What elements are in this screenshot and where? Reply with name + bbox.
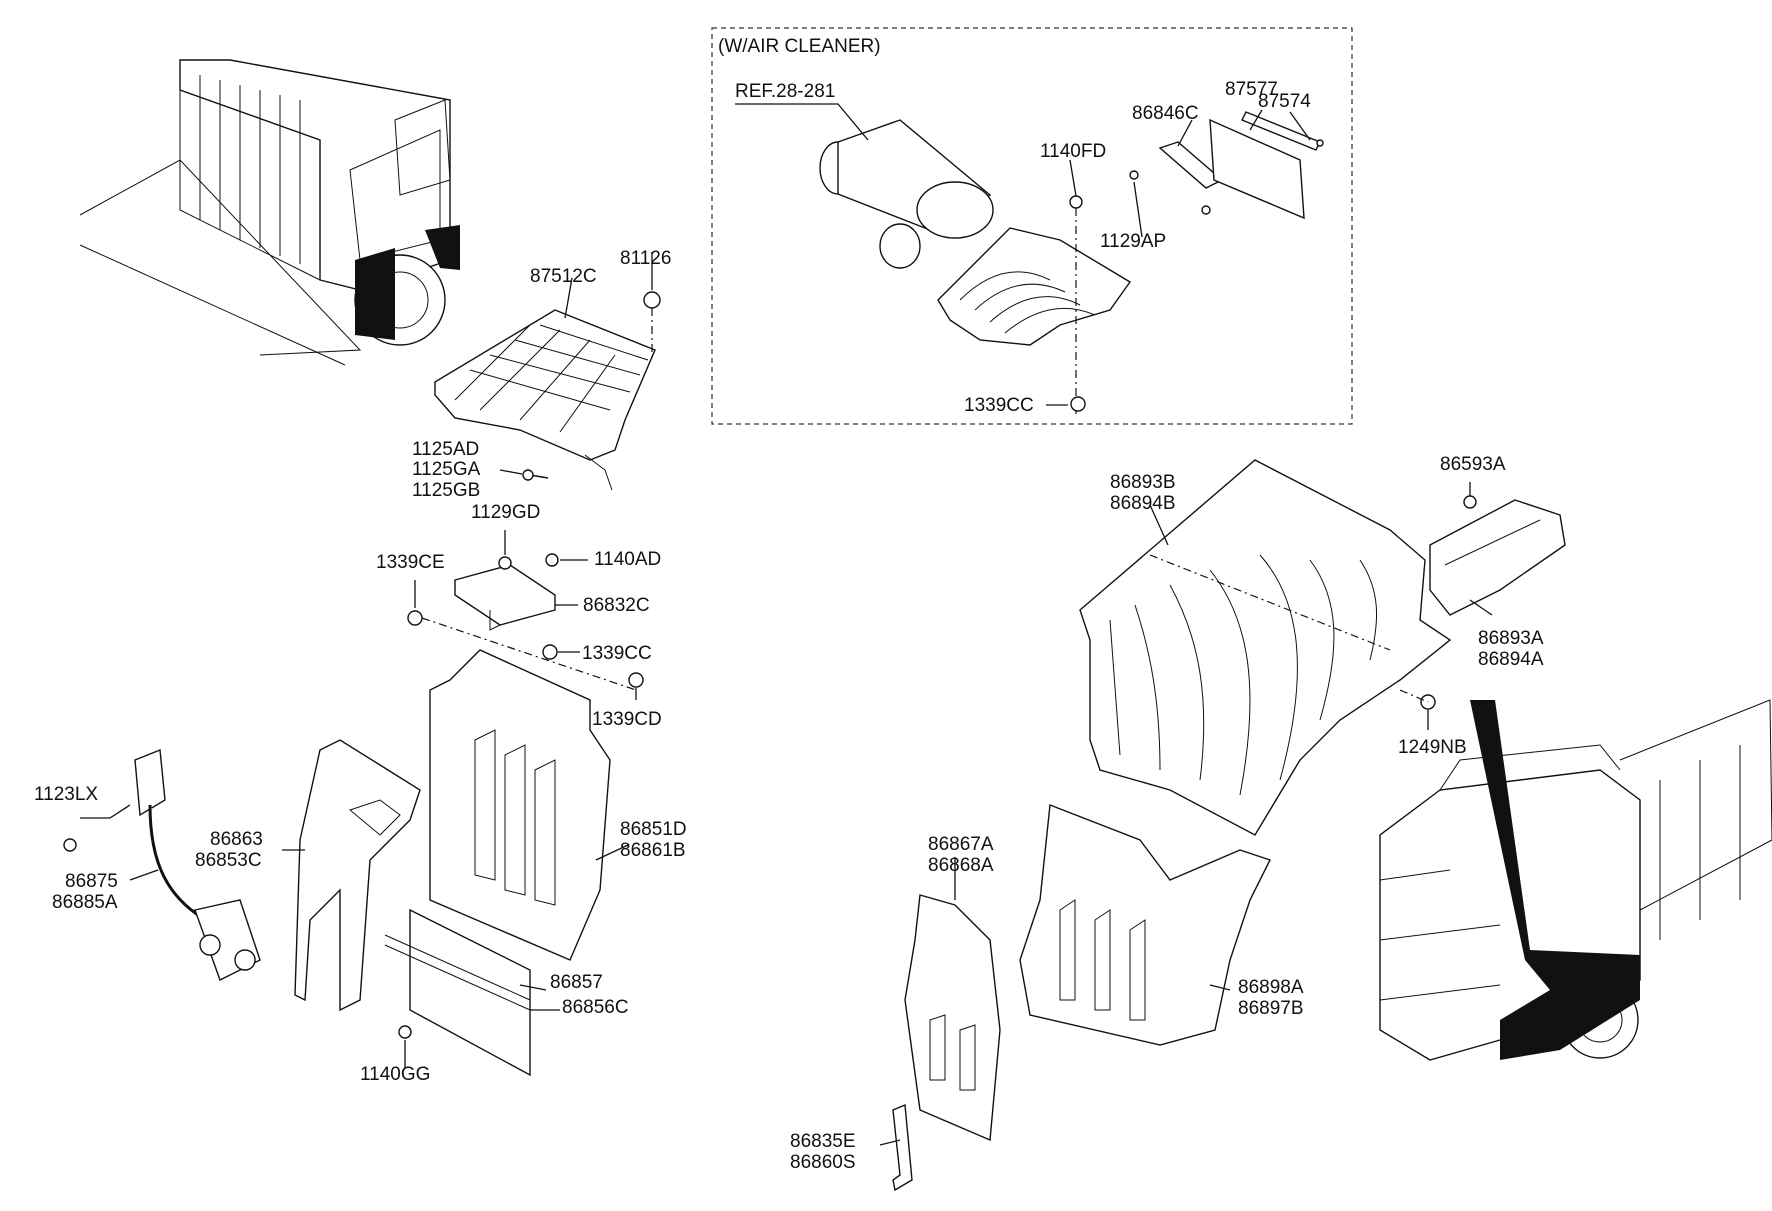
mud-flap-drawing: [384, 908, 531, 1077]
nut-1339ce-icon: [407, 610, 423, 626]
mounting-plates-drawing: [1129, 111, 1324, 220]
nut-1339cd-icon: [628, 672, 644, 688]
stay-86863-drawing: [294, 739, 421, 1012]
label-86857: 86857: [550, 972, 603, 993]
mud-guard-86851d-drawing: [429, 649, 611, 961]
air-cleaner-bracket-drawing: [937, 227, 1132, 346]
label-86846c: 86846C: [1132, 103, 1199, 124]
label-1140gg: 1140GG: [360, 1064, 430, 1085]
nut-1339cc-icon: [542, 644, 558, 660]
wheel-housing-86893b-drawing: [1079, 459, 1452, 836]
label-87577: 87577: [1225, 79, 1278, 100]
label-86898a: 86898A: [1238, 977, 1304, 998]
bolt-1140gg-icon: [398, 1025, 412, 1039]
arm-86875-drawing: [134, 749, 261, 981]
label-86868a: 86868A: [928, 855, 994, 876]
bolt-1129gd-icon: [498, 556, 512, 570]
label-1140ad: 1140AD: [594, 549, 661, 570]
label-1129gd: 1129GD: [471, 502, 540, 523]
label-86853c: 86853C: [195, 850, 262, 871]
nut-1339cc-inset-icon: [1070, 396, 1086, 412]
screw-86593a-icon: [1463, 495, 1477, 509]
label-86875: 86875: [65, 871, 118, 892]
bracket-86893a-drawing: [1429, 499, 1566, 616]
label-87512c: 87512C: [530, 266, 597, 287]
truck-front-view-drawing: [1379, 699, 1772, 1061]
label-86894b: 86894B: [1110, 493, 1176, 514]
label-86851d: 86851D: [620, 819, 687, 840]
label-87574: 87574: [1258, 91, 1311, 112]
label-1125ga: 1125GA: [412, 459, 481, 480]
label-86894a: 86894A: [1478, 649, 1544, 670]
bolt-1140ad-icon: [545, 553, 559, 567]
mud-guard-86898a-drawing: [1019, 804, 1271, 1046]
label-ref-28-281: REF.28-281: [735, 81, 835, 102]
label-86835e: 86835E: [790, 1131, 856, 1152]
inset-box: [711, 27, 1353, 425]
label-1129ap: 1129AP: [1100, 231, 1166, 252]
label-1339ce: 1339CE: [376, 552, 445, 573]
bolt-1123lx-icon: [63, 838, 77, 852]
label-1125gb: 1125GB: [412, 480, 480, 501]
label-86885a: 86885A: [52, 892, 118, 913]
bracket-86832c-drawing: [454, 564, 556, 631]
label-1140fd: 1140FD: [1040, 141, 1106, 162]
inset-title: (W/AIR CLEANER): [718, 36, 881, 57]
label-86832c: 86832C: [583, 595, 650, 616]
mud-guard-87512c-drawing: [434, 309, 656, 491]
label-1339cd: 1339CD: [592, 709, 662, 730]
label-1339cc-inset: 1339CC: [964, 395, 1034, 416]
label-1123lx: 1123LX: [34, 784, 98, 805]
label-1125ad: 1125AD: [412, 439, 479, 460]
bracket-86835e-drawing: [892, 1103, 913, 1192]
bolt-1125ad-icon: [522, 469, 534, 481]
stay-86867a-drawing: [904, 894, 1001, 1142]
air-cleaner-drawing: [819, 119, 994, 269]
label-86863: 86863: [210, 829, 263, 850]
label-86893b: 86893B: [1110, 472, 1176, 493]
label-86897b: 86897B: [1238, 998, 1304, 1019]
label-86893a: 86893A: [1478, 628, 1544, 649]
label-86867a: 86867A: [928, 834, 994, 855]
label-1339cc: 1339CC: [582, 643, 652, 664]
truck-rear-view-drawing: [79, 59, 460, 366]
label-1249nb: 1249NB: [1398, 737, 1467, 758]
label-86861b: 86861B: [620, 840, 686, 861]
label-86593a: 86593A: [1440, 454, 1506, 475]
label-86856c: 86856C: [562, 997, 629, 1018]
label-86860s: 86860S: [790, 1152, 856, 1173]
clip-81126-icon: [643, 291, 661, 309]
bolt-1140fd-icon: [1069, 195, 1083, 209]
label-81126: 81126: [620, 248, 671, 269]
